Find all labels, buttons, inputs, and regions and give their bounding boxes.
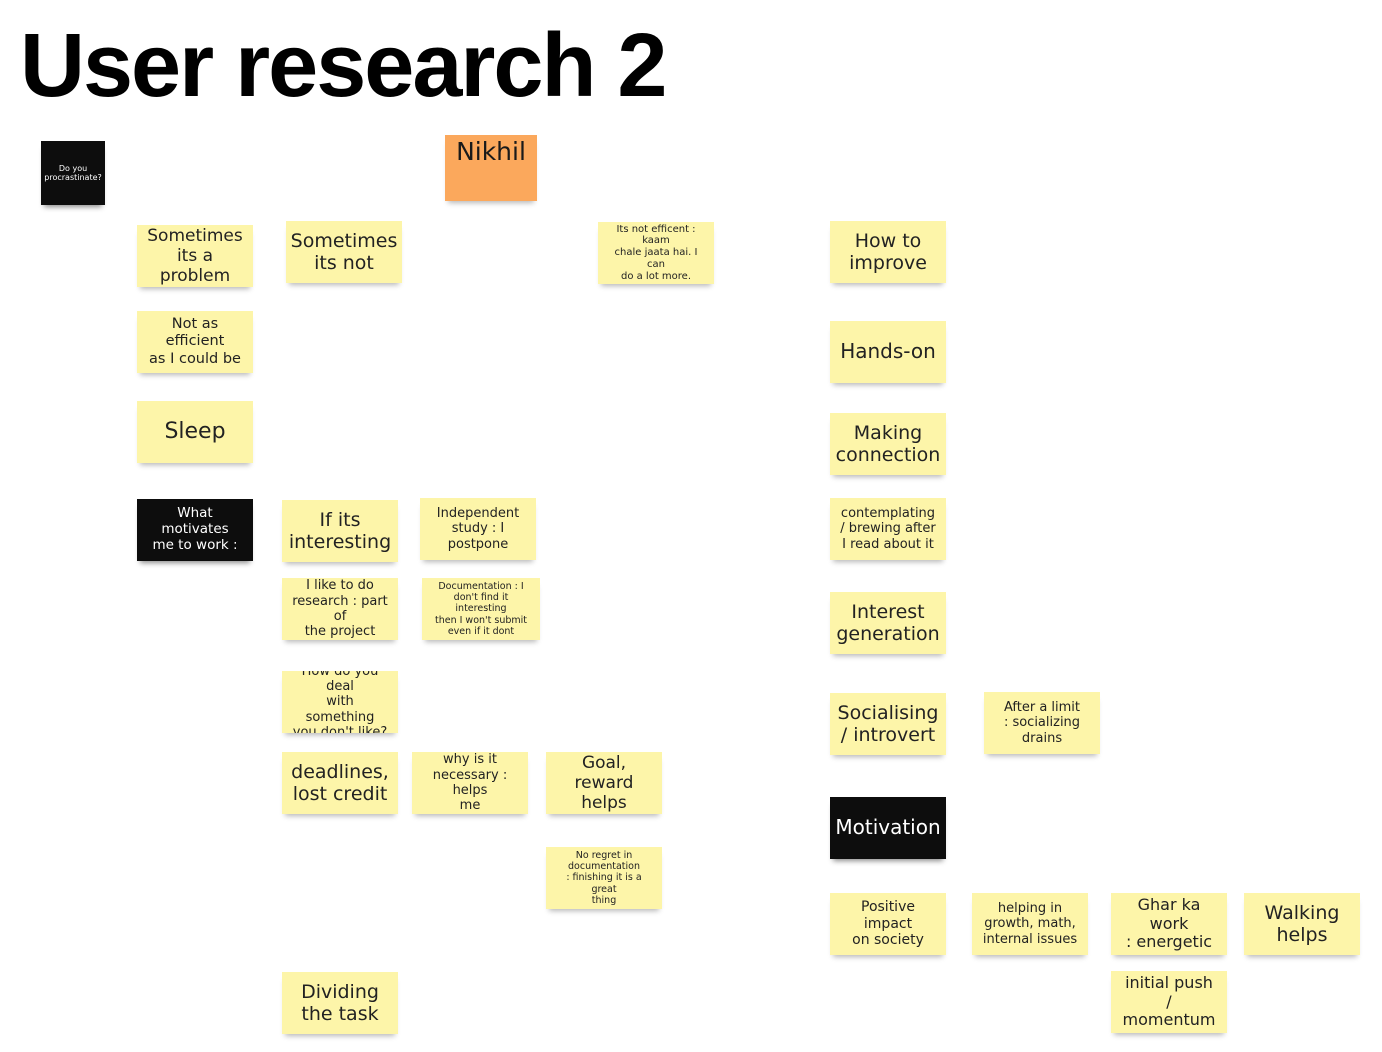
sticky-note-no-regret[interactable]: No regret in documentation : finishing i… xyxy=(546,847,662,909)
page-title: User research 2 xyxy=(20,16,667,116)
sticky-note-contemplating[interactable]: contemplating / brewing after I read abo… xyxy=(830,498,946,560)
sticky-note-sleep[interactable]: Sleep xyxy=(137,401,253,463)
sticky-note-motivation[interactable]: Motivation xyxy=(830,797,946,859)
sticky-note-like-research[interactable]: I like to do research : part of the proj… xyxy=(282,578,398,640)
sticky-note-sometimes-problem[interactable]: Sometimes its a problem xyxy=(137,225,253,287)
sticky-note-dividing-task[interactable]: Dividing the task xyxy=(282,972,398,1034)
sticky-note-independent-study[interactable]: Independent study : I postpone xyxy=(420,498,536,560)
sticky-note-helping-growth[interactable]: helping in growth, math, internal issues xyxy=(972,893,1088,955)
sticky-note-socialising[interactable]: Socialising / introvert xyxy=(830,693,946,755)
sticky-note-initial-push[interactable]: initial push / momentum xyxy=(1111,971,1227,1033)
sticky-note-if-interesting[interactable]: If its interesting xyxy=(282,500,398,562)
sticky-note-goal-reward[interactable]: Goal, reward helps xyxy=(546,752,662,814)
sticky-note-how-deal[interactable]: How do you deal with something you don't… xyxy=(282,671,398,733)
sticky-note-ghar-ka-work[interactable]: Ghar ka work : energetic xyxy=(1111,893,1227,955)
sticky-note-hands-on[interactable]: Hands-on xyxy=(830,321,946,383)
sticky-note-walking-helps[interactable]: Walking helps xyxy=(1244,893,1360,955)
sticky-note-not-as-efficient[interactable]: Not as efficient as I could be xyxy=(137,311,253,373)
sticky-note-documentation[interactable]: Documentation : I don't find it interest… xyxy=(422,578,540,640)
sticky-note-why-necessary[interactable]: why is it necessary : helps me xyxy=(412,752,528,814)
sticky-note-sometimes-not[interactable]: Sometimes its not xyxy=(286,221,402,283)
sticky-note-not-efficient-kaam[interactable]: Its not efficent : kaam chale jaata hai.… xyxy=(598,222,714,284)
sticky-note-making-connection[interactable]: Making connection xyxy=(830,413,946,475)
sticky-note-nikhil[interactable]: Nikhil xyxy=(445,135,537,201)
sticky-note-what-motivates[interactable]: What motivates me to work : xyxy=(137,499,253,561)
sticky-note-do-you-procrastinate[interactable]: Do you procrastinate? xyxy=(41,141,105,205)
sticky-note-after-limit[interactable]: After a limit : socializing drains xyxy=(984,692,1100,754)
sticky-note-how-to-improve[interactable]: How to improve xyxy=(830,221,946,283)
sticky-note-deadlines[interactable]: deadlines, lost credit xyxy=(282,752,398,814)
sticky-note-interest-generation[interactable]: Interest generation xyxy=(830,592,946,654)
sticky-note-positive-impact[interactable]: Positive impact on society xyxy=(830,893,946,955)
